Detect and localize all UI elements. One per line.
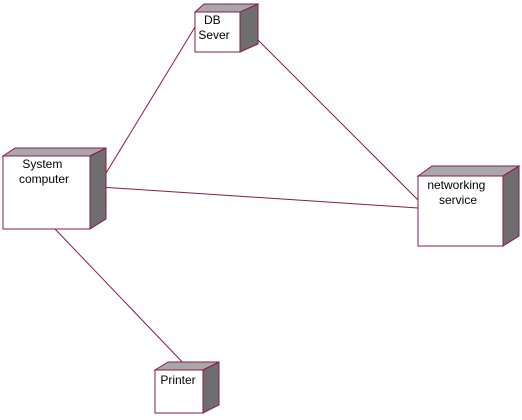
connectors [54,26,419,369]
node-side-face [239,3,259,53]
connector-system-printer[interactable] [54,228,189,369]
node-side-face [89,147,107,230]
node-side-face [202,361,220,414]
node-networking-service[interactable]: networking service [416,165,521,247]
node-label: Printer [160,373,195,387]
node-label: networking service [427,178,488,207]
node-db-server[interactable]: DB Sever [193,3,260,53]
label-line: Sever [198,28,229,42]
label-line: service [439,193,477,207]
node-front-face [194,11,241,53]
node-front-face [417,175,504,247]
node-front-face [2,155,91,230]
node-label: DB Sever [198,13,229,42]
node-label: System computer [19,157,69,186]
label-line: computer [19,172,69,186]
node-top-face [416,165,521,177]
connector-system-network[interactable] [99,186,419,209]
label-line: DB [204,13,221,27]
node-printer[interactable]: Printer [153,361,220,414]
connector-system-db[interactable] [99,26,196,184]
node-side-face [502,165,520,247]
node-front-face [154,369,204,414]
label-line: Printer [160,373,195,387]
node-top-face [1,147,107,157]
label-line: System [22,157,62,171]
label-line: networking [427,178,485,192]
connector-db-network[interactable] [257,39,419,201]
node-system-computer[interactable]: System computer [1,147,107,230]
